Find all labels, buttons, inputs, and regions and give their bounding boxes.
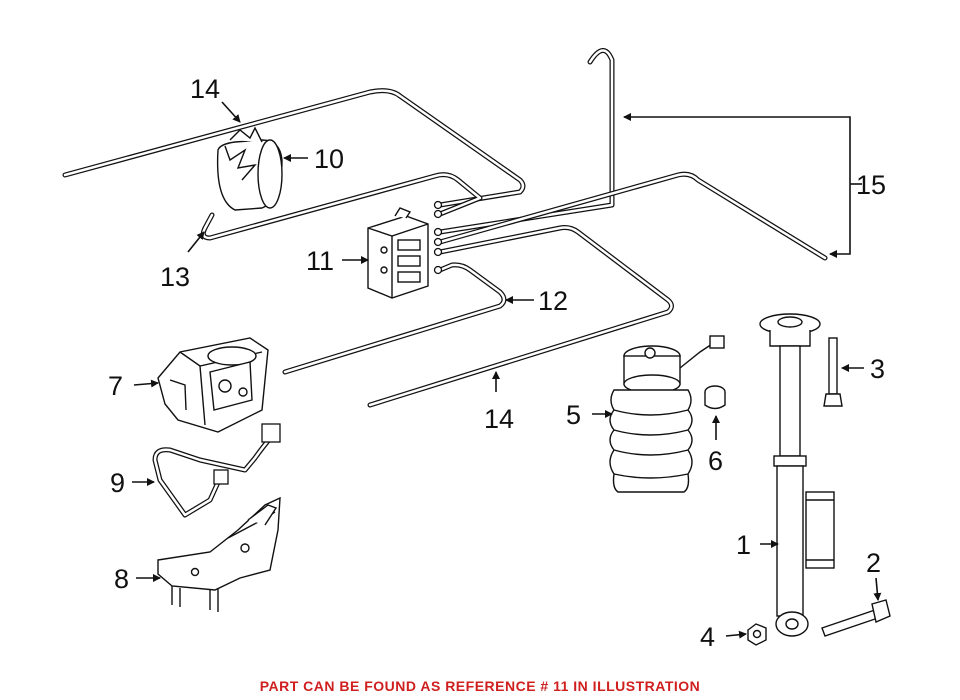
valve-block-part-11 — [367, 207, 429, 299]
callout-4: 4 — [700, 622, 715, 652]
air-line-15-right — [437, 171, 828, 261]
callout-2: 2 — [866, 548, 881, 578]
callout-10: 10 — [314, 144, 344, 174]
leader-14a — [221, 101, 241, 123]
callout-1: 1 — [736, 530, 751, 560]
bushing-part-6 — [704, 385, 726, 410]
callout-15: 15 — [856, 170, 886, 200]
leader-2 — [873, 577, 882, 601]
callout-11: 11 — [306, 246, 334, 276]
callout-3: 3 — [870, 354, 885, 384]
shock-absorber-part-1 — [759, 313, 835, 637]
compressor-part-7 — [157, 337, 269, 433]
callout-7: 7 — [108, 371, 123, 401]
callout-13: 13 — [160, 262, 190, 292]
air-lines — [62, 48, 828, 408]
bracket-part-8 — [157, 496, 281, 612]
callout-9: 9 — [110, 468, 125, 498]
air-line-14-lower — [367, 225, 674, 408]
air-line-15-vertical — [437, 48, 615, 235]
air-reservoir-part-10 — [216, 126, 283, 211]
valve-ports — [433, 200, 443, 275]
callout-8: 8 — [114, 564, 129, 594]
air-line-12 — [282, 262, 507, 375]
tube-assembly-part-9 — [152, 423, 281, 518]
callout-6: 6 — [708, 446, 723, 476]
bolt-part-3 — [823, 337, 843, 407]
air-spring-part-5 — [609, 335, 725, 493]
callout-12: 12 — [538, 286, 568, 316]
leaders — [132, 101, 882, 639]
leader-7 — [133, 379, 159, 388]
callout-labels: 1 2 3 4 5 6 7 8 9 10 11 12 13 14 14 15 — [108, 74, 886, 652]
leader-15-bracket — [623, 113, 851, 184]
nut-part-4 — [747, 623, 767, 646]
footer-note: PART CAN BE FOUND AS REFERENCE # 11 IN I… — [259, 678, 701, 694]
callout-14b: 14 — [484, 404, 514, 434]
callout-5: 5 — [566, 400, 581, 430]
leader-4 — [725, 630, 747, 639]
leader-13 — [187, 231, 205, 253]
air-line-14-upper — [62, 88, 526, 208]
callout-14a: 14 — [190, 74, 220, 104]
bolt-part-2 — [821, 599, 891, 637]
